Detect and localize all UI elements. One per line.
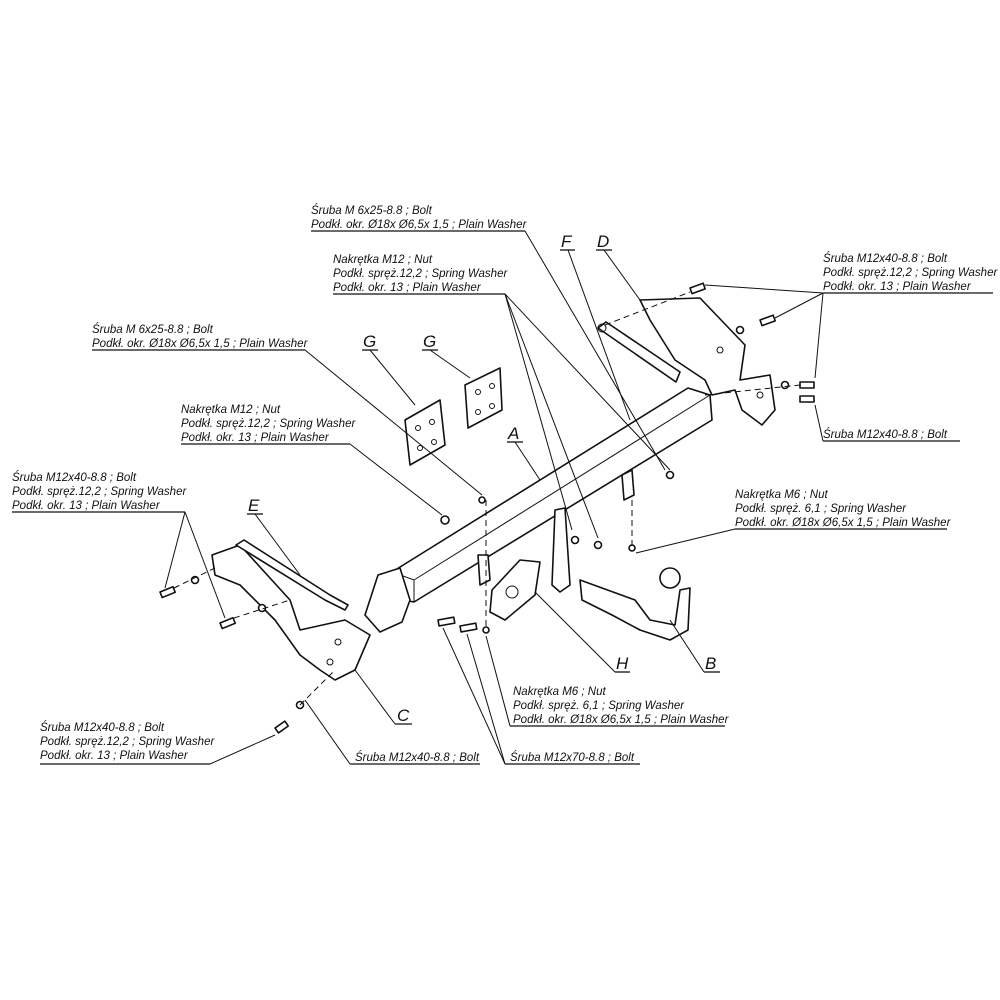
callout-line: Podkł. okr. 13 ; Plain Washer [40, 750, 189, 762]
callout-line: Śruba M12x40-8.8 ; Bolt [12, 471, 137, 484]
part-letter-a: A [507, 424, 519, 443]
part-letter-f: F [561, 232, 573, 251]
socket-plate-h [489, 559, 541, 621]
callout-line: Podkł. spręż.12,2 ; Spring Washer [12, 486, 187, 498]
leader-lines [12, 230, 993, 765]
callout-line: Śruba M12x40-8.8 ; Bolt [40, 721, 165, 734]
part-letter-d: D [597, 232, 609, 251]
callout-right-bolt-single: Śruba M12x40-8.8 ; Bolt [823, 428, 948, 441]
callout-top-bolt-m6: Śruba M 6x25-8.8 ; Bolt Podkł. okr. Ø18x… [311, 204, 528, 231]
callout-bottom-nut-m6: Nakrętka M6 ; Nut Podkł. spręż. 6,1 ; Sp… [513, 686, 730, 726]
callout-line: Śruba M12x40-8.8 ; Bolt [355, 751, 480, 764]
part-letter-e: E [248, 496, 260, 515]
callout-line: Śruba M12x40-8.8 ; Bolt [823, 252, 948, 265]
callout-line: Podkł. okr. 13 ; Plain Washer [333, 282, 482, 294]
right-mounting-bracket-d [639, 297, 776, 426]
callout-line: Podkł. spręż.12,2 ; Spring Washer [181, 418, 356, 430]
callout-left-nut-m12: Nakrętka M12 ; Nut Podkł. spręż.12,2 ; S… [181, 404, 356, 444]
tow-ball-b [551, 507, 691, 641]
callout-line: Nakrętka M6 ; Nut [513, 686, 606, 698]
callout-bottom-bolt-m12x40: Śruba M12x40-8.8 ; Bolt [355, 751, 480, 764]
callout-top-nut-m12: Nakrętka M12 ; Nut Podkł. spręż.12,2 ; S… [333, 254, 508, 294]
spacer-plate-g-left [404, 399, 446, 466]
callout-line: Nakrętka M12 ; Nut [333, 254, 433, 266]
callout-line: Podkł. spręż. 6,1 ; Spring Washer [513, 700, 685, 712]
left-mounting-bracket-c [211, 544, 371, 681]
callout-left-bolt-m6: Śruba M 6x25-8.8 ; Bolt Podkł. okr. Ø18x… [92, 323, 309, 350]
fasteners [159, 282, 815, 734]
callout-bottom-bolt-m12x70: Śruba M12x70-8.8 ; Bolt [510, 751, 635, 764]
callout-line: Podkł. okr. Ø18x Ø6,5x 1,5 ; Plain Washe… [311, 219, 528, 231]
callout-line: Nakrętka M12 ; Nut [181, 404, 281, 416]
callout-line: Śruba M12x70-8.8 ; Bolt [510, 751, 635, 764]
main-crossbar-a [364, 387, 713, 633]
part-letter-b: B [705, 654, 716, 673]
right-strut-f [597, 321, 681, 383]
callout-line: Podkł. spręż. 6,1 ; Spring Washer [735, 503, 907, 515]
left-strut-e [235, 539, 349, 611]
part-letter-g-right: G [423, 332, 436, 351]
callout-line: Podkł. okr. 13 ; Plain Washer [823, 281, 972, 293]
part-letter-h: H [616, 654, 629, 673]
part-letter-c: C [397, 706, 410, 725]
callout-line: Śruba M12x40-8.8 ; Bolt [823, 428, 948, 441]
callout-line: Śruba M 6x25-8.8 ; Bolt [311, 204, 433, 217]
callout-line: Podkł. okr. Ø18x Ø6,5x 1,5 ; Plain Washe… [92, 338, 309, 350]
part-letter-g-left: G [363, 332, 376, 351]
callout-line: Podkł. okr. Ø18x Ø6,5x 1,5 ; Plain Washe… [513, 714, 730, 726]
callout-line: Podkł. spręż.12,2 ; Spring Washer [823, 267, 998, 279]
callout-line: Podkł. okr. Ø18x Ø6,5x 1,5 ; Plain Washe… [735, 517, 952, 529]
callout-line: Podkł. spręż.12,2 ; Spring Washer [333, 268, 508, 280]
callout-bottom-left-bolt-m12: Śruba M12x40-8.8 ; Bolt Podkł. spręż.12,… [40, 721, 215, 762]
callout-right-bolt-m12: Śruba M12x40-8.8 ; Bolt Podkł. spręż.12,… [823, 252, 998, 293]
callout-line: Podkł. okr. 13 ; Plain Washer [12, 500, 161, 512]
callout-line: Podkł. spręż.12,2 ; Spring Washer [40, 736, 215, 748]
callout-line: Podkł. okr. 13 ; Plain Washer [181, 432, 330, 444]
callout-line: Nakrętka M6 ; Nut [735, 489, 828, 501]
callout-line: Śruba M 6x25-8.8 ; Bolt [92, 323, 214, 336]
callout-right-nut-m6: Nakrętka M6 ; Nut Podkł. spręż. 6,1 ; Sp… [735, 489, 952, 529]
hanger-brackets [477, 469, 635, 586]
callout-left-bolt-m12: Śruba M12x40-8.8 ; Bolt Podkł. spręż.12,… [12, 471, 187, 512]
spacer-plate-g-right [464, 367, 503, 429]
assembly-dashed-lines [173, 291, 801, 706]
